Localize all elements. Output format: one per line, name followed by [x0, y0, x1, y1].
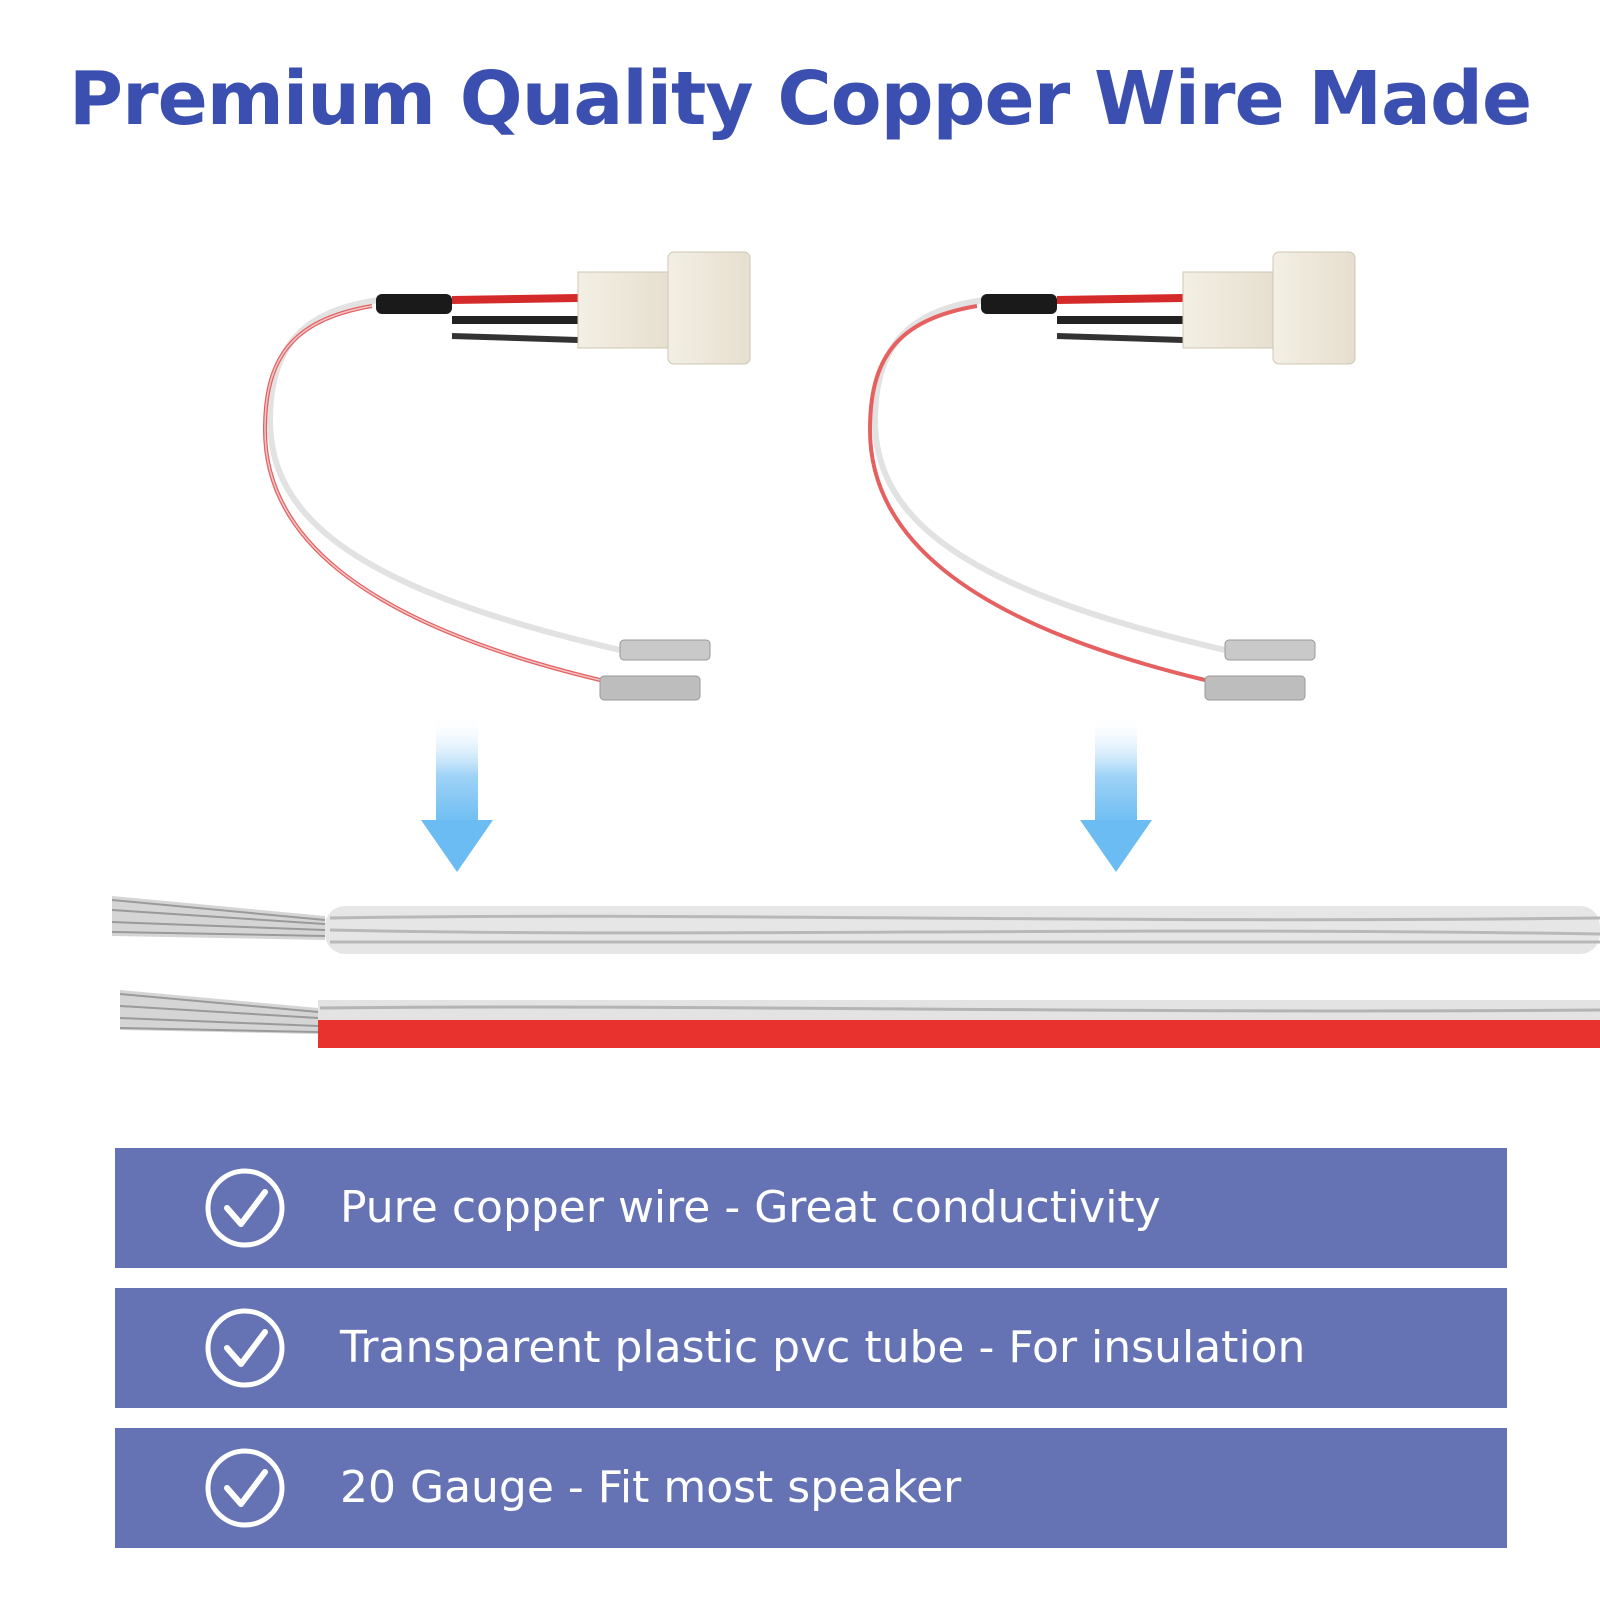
- wire-harness-right: [867, 251, 1356, 701]
- arrow-down-icon: [421, 715, 493, 872]
- feature-text: Pure copper wire - Great conductivity: [340, 1182, 1161, 1233]
- clear-wire: [111, 896, 1600, 954]
- check-circle-icon: [205, 1308, 285, 1388]
- check-circle-icon: [205, 1448, 285, 1528]
- feature-row: Pure copper wire - Great conductivity: [115, 1148, 1507, 1268]
- check-circle-icon: [205, 1168, 285, 1248]
- wire-harness-left: [262, 251, 751, 701]
- product-illustration: [111, 251, 1600, 1048]
- feature-text: Transparent plastic pvc tube - For insul…: [340, 1322, 1306, 1373]
- page-title: Premium Quality Copper Wire Made: [68, 56, 1532, 142]
- feature-list: Pure copper wire - Great conductivity Tr…: [115, 1148, 1507, 1568]
- feature-text: 20 Gauge - Fit most speaker: [340, 1462, 962, 1513]
- feature-row: 20 Gauge - Fit most speaker: [115, 1428, 1507, 1548]
- feature-row: Transparent plastic pvc tube - For insul…: [115, 1288, 1507, 1408]
- arrow-down-icon: [1080, 715, 1152, 872]
- red-wire: [119, 990, 1600, 1048]
